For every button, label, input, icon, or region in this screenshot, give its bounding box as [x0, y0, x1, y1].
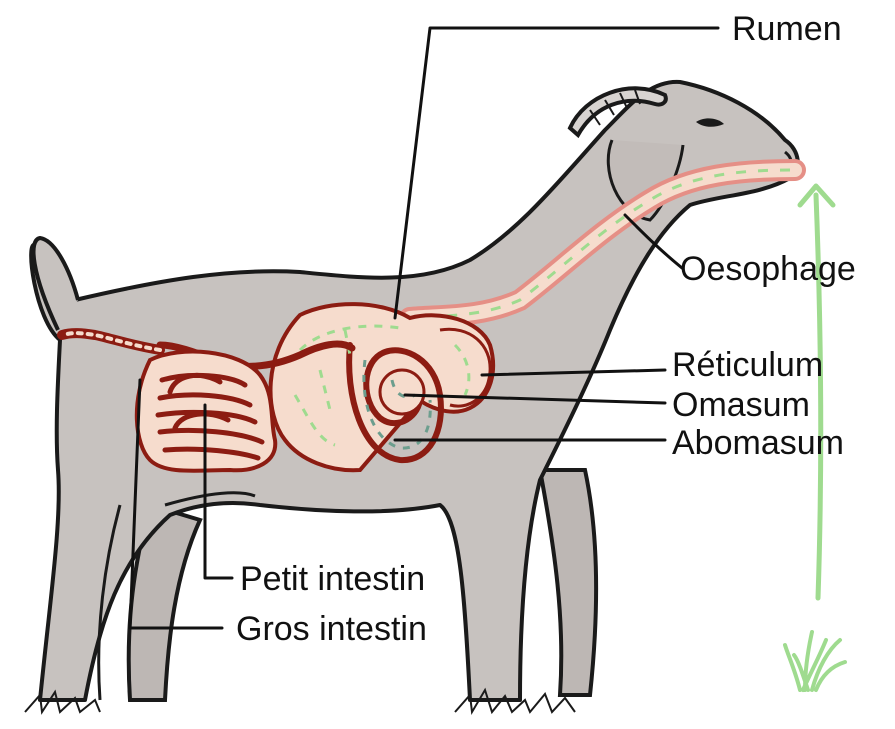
- front-leg-far: [540, 470, 596, 695]
- label-rumen: Rumen: [732, 10, 842, 48]
- label-omasum: Omasum: [672, 386, 810, 424]
- grass-icon: [785, 632, 845, 690]
- label-abomasum: Abomasum: [672, 424, 844, 462]
- label-reticulum: Réticulum: [672, 346, 823, 384]
- label-petit-intestin: Petit intestin: [240, 560, 425, 598]
- label-oesophage: Oesophage: [680, 250, 856, 288]
- label-gros-intestin: Gros intestin: [236, 610, 427, 648]
- omasum-organ: [380, 370, 424, 414]
